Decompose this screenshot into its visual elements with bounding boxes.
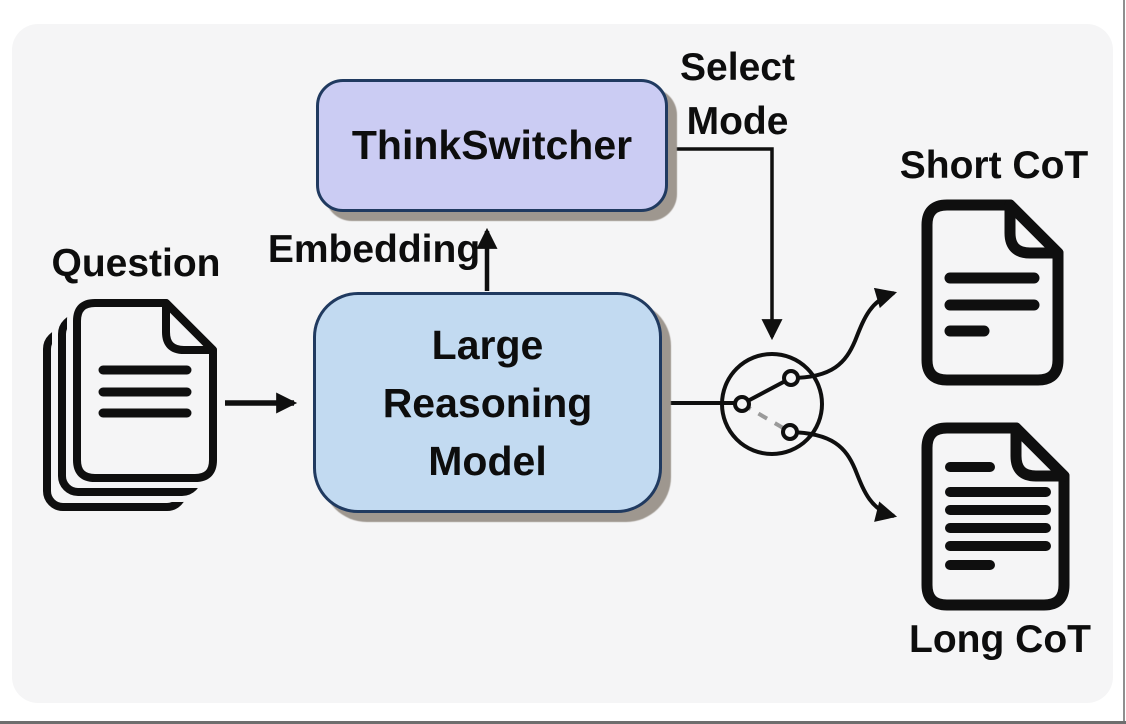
switch-arm-active	[741, 376, 792, 406]
lrm-label-line2: Reasoning	[382, 379, 593, 426]
select-mode-label-line1: Select	[680, 46, 795, 89]
page-border-right	[1123, 0, 1125, 724]
lrm-label-line1: Large	[431, 321, 544, 368]
switch-node-common	[733, 395, 751, 413]
question-documents-icon	[43, 293, 223, 511]
page-border-bottom	[0, 721, 1126, 724]
switch-arm-inactive	[740, 402, 792, 434]
thinkswitcher-box: ThinkSwitcher	[316, 79, 668, 212]
switch-to-short-curve	[790, 287, 898, 380]
large-reasoning-model-box: Large Reasoning Model	[313, 292, 662, 513]
select-mode-connector	[665, 147, 783, 341]
lrm-label-line3: Model	[428, 437, 547, 484]
switch-node-short	[782, 369, 800, 387]
long-cot-document-icon	[921, 422, 1070, 611]
question-label: Question	[51, 242, 221, 285]
short-cot-document-icon	[921, 199, 1064, 386]
switch-to-long-curve	[789, 430, 898, 522]
switch-node-long	[781, 423, 799, 441]
embedding-label: Embedding	[267, 228, 481, 271]
thinkswitcher-label: ThinkSwitcher	[351, 122, 633, 168]
select-mode-label: Select Mode	[655, 41, 820, 149]
select-mode-label-line2: Mode	[686, 100, 789, 143]
short-cot-label: Short CoT	[899, 144, 1089, 187]
long-cot-label: Long CoT	[909, 618, 1091, 661]
mode-switch-icon	[720, 287, 898, 522]
